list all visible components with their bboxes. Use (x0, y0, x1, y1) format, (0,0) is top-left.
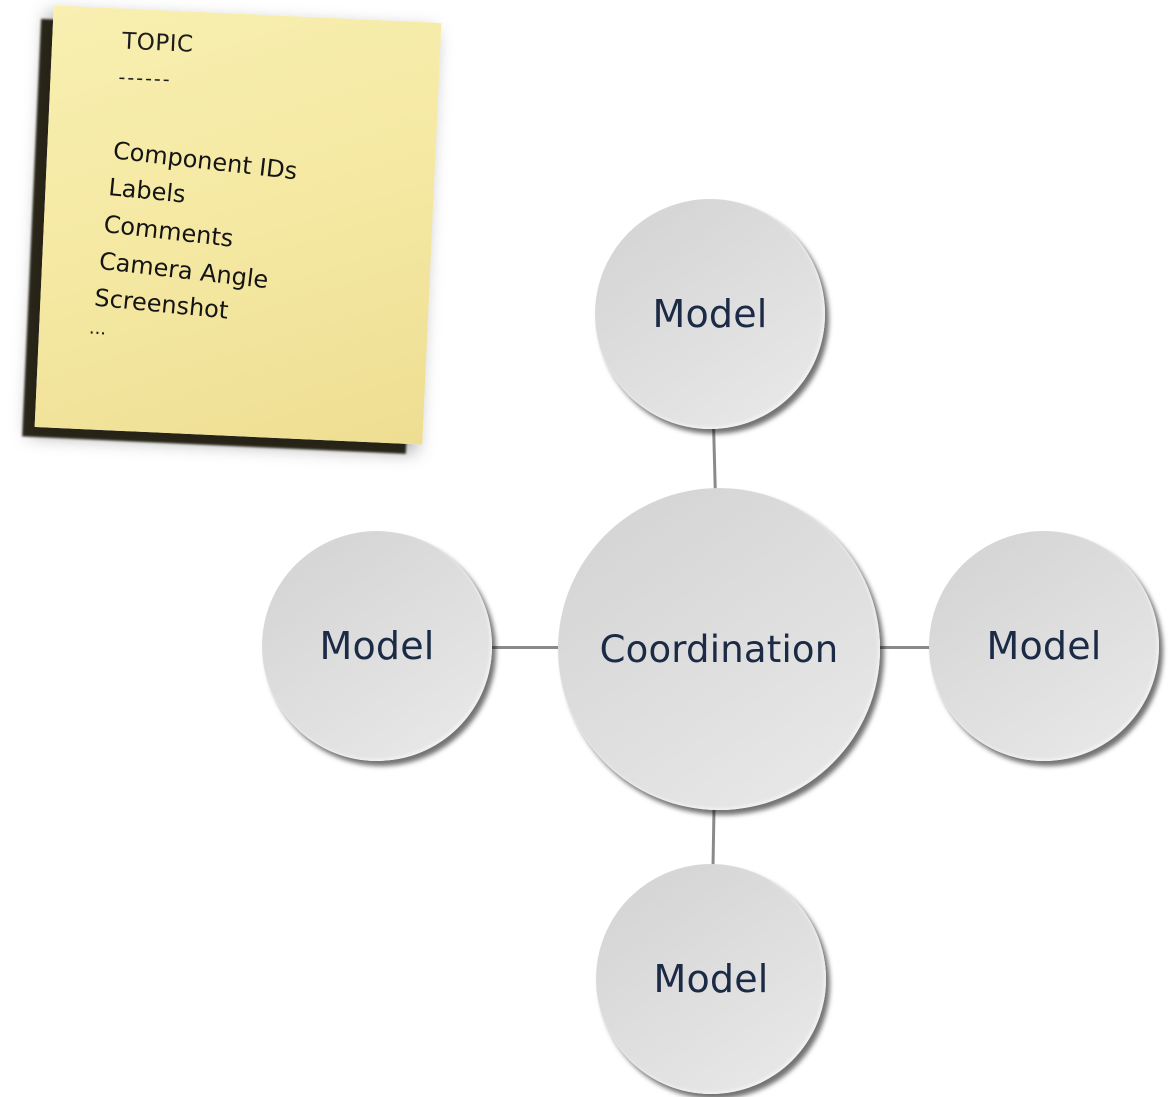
connector-bottom (711, 807, 716, 869)
model-node-left-label: Model (319, 624, 435, 668)
connector-right (876, 646, 932, 649)
model-node-left[interactable]: Model (262, 531, 492, 761)
model-node-bottom[interactable]: Model (596, 864, 826, 1094)
coordination-node-label: Coordination (599, 627, 839, 671)
model-node-top[interactable]: Model (595, 199, 825, 429)
connector-left (492, 646, 564, 649)
note-header: TOPIC (121, 28, 195, 58)
note-header-rule: ------ (118, 66, 173, 91)
model-node-bottom-label: Model (653, 957, 769, 1001)
connector-top (712, 427, 717, 495)
model-node-top-label: Model (652, 292, 768, 336)
model-node-right[interactable]: Model (929, 531, 1159, 761)
sticky-note: TOPIC ------ Component IDs Labels Commen… (34, 5, 442, 445)
coordination-node[interactable]: Coordination (558, 488, 880, 810)
note-topic-list: Component IDs Labels Comments Camera Ang… (88, 132, 298, 349)
model-node-right-label: Model (986, 624, 1102, 668)
